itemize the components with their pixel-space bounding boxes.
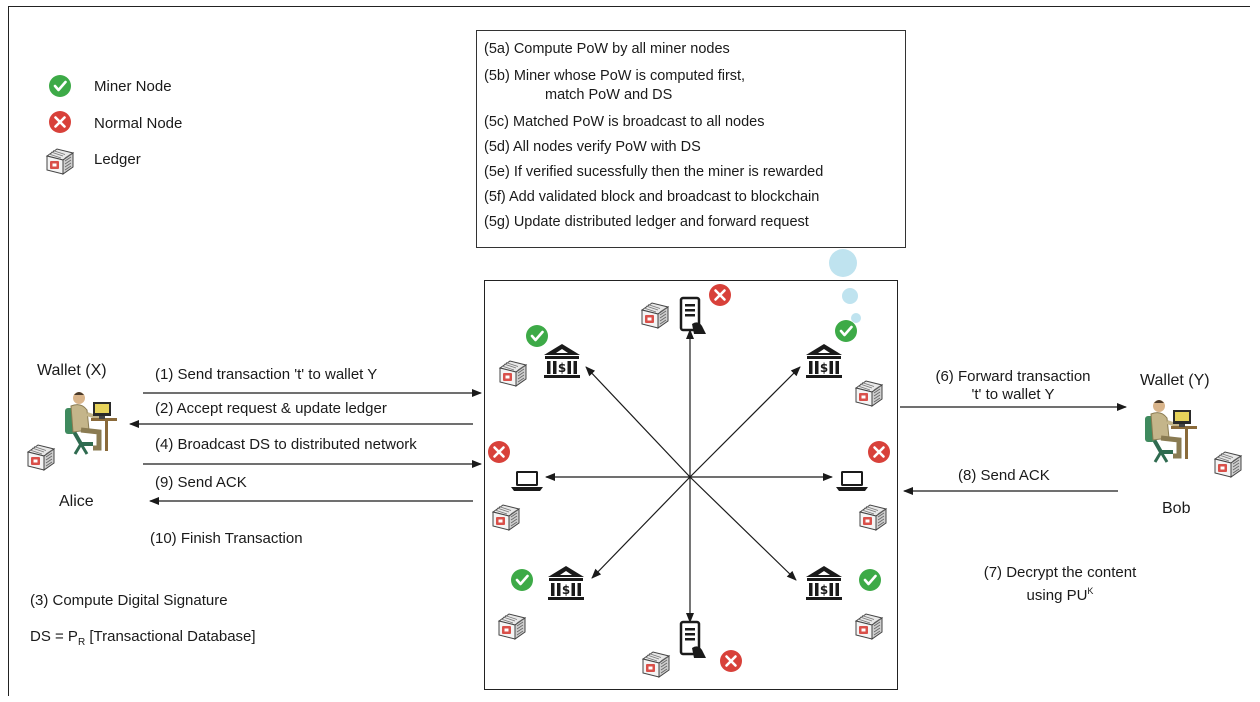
legend-ledger-label: Ledger (94, 151, 141, 168)
signature-formula: DS = PR [Transactional Database] (30, 628, 256, 648)
legend-normal-cross-icon (47, 109, 73, 135)
arrow-to-bank-top-left (585, 366, 691, 478)
pow-steps-box: (5a) Compute PoW by all miner nodes (5b)… (476, 30, 906, 248)
bob-wallet-label: Wallet (Y) (1140, 372, 1210, 389)
arrow-to-bank-bottom-right (689, 476, 797, 581)
msg-send-transaction: (1) Send transaction 't' to wallet Y (155, 366, 378, 383)
left-message-arrows (129, 389, 482, 505)
msg-decrypt-cont: using PUK (1026, 586, 1094, 604)
alice-wallet-label: Wallet (X) (37, 362, 107, 379)
legend-miner-label: Miner Node (94, 78, 172, 95)
msg-finish-transaction: (10) Finish Transaction (150, 530, 303, 547)
signature-step: (3) Compute Digital Signature (30, 592, 228, 609)
legend-ledger-icon (46, 148, 74, 175)
msg-accept-request: (2) Accept request & update ledger (155, 400, 387, 417)
alice-person-icon (65, 392, 117, 454)
alice-name-label: Alice (59, 493, 94, 510)
step-5g: (5g) Update distributed ledger and forwa… (484, 214, 809, 230)
right-message-arrows (900, 403, 1127, 495)
step-5c: (5c) Matched PoW is broadcast to all nod… (484, 114, 765, 130)
step-5f: (5f) Add validated block and broadcast t… (484, 189, 820, 205)
msg-send-ack-left: (9) Send ACK (155, 474, 247, 491)
step-5e: (5e) If verified sucessfully then the mi… (484, 164, 824, 180)
legend-miner-check-icon (47, 73, 73, 99)
step-5d: (5d) All nodes verify PoW with DS (484, 139, 701, 155)
msg-send-ack-right: (8) Send ACK (958, 467, 1050, 484)
step-5b: (5b) Miner whose PoW is computed first, (484, 68, 746, 84)
bob-ledger-icon (1214, 451, 1242, 478)
bob-person-icon (1145, 400, 1197, 462)
step-5a: (5a) Compute PoW by all miner nodes (484, 41, 730, 57)
thought-bubble-small (851, 313, 861, 323)
msg-broadcast-ds: (4) Broadcast DS to distributed network (155, 436, 417, 453)
thought-bubble-medium (842, 288, 858, 304)
alice-ledger-icon (27, 444, 55, 471)
arrow-to-bank-top-right (689, 366, 801, 478)
bob-name-label: Bob (1162, 500, 1191, 517)
distributed-network-box (484, 280, 898, 690)
diagram-frame (8, 6, 1250, 696)
arrow-to-bank-bottom-left (591, 476, 691, 579)
step-5b-cont: match PoW and DS (545, 87, 673, 103)
msg-forward-transaction: (6) Forward transaction (935, 368, 1091, 385)
legend-normal-label: Normal Node (94, 115, 183, 132)
thought-bubble-large (829, 249, 857, 277)
msg-decrypt: (7) Decrypt the content (983, 564, 1137, 581)
network-arrows (545, 329, 833, 623)
msg-forward-transaction-cont: 't' to wallet Y (971, 386, 1055, 403)
